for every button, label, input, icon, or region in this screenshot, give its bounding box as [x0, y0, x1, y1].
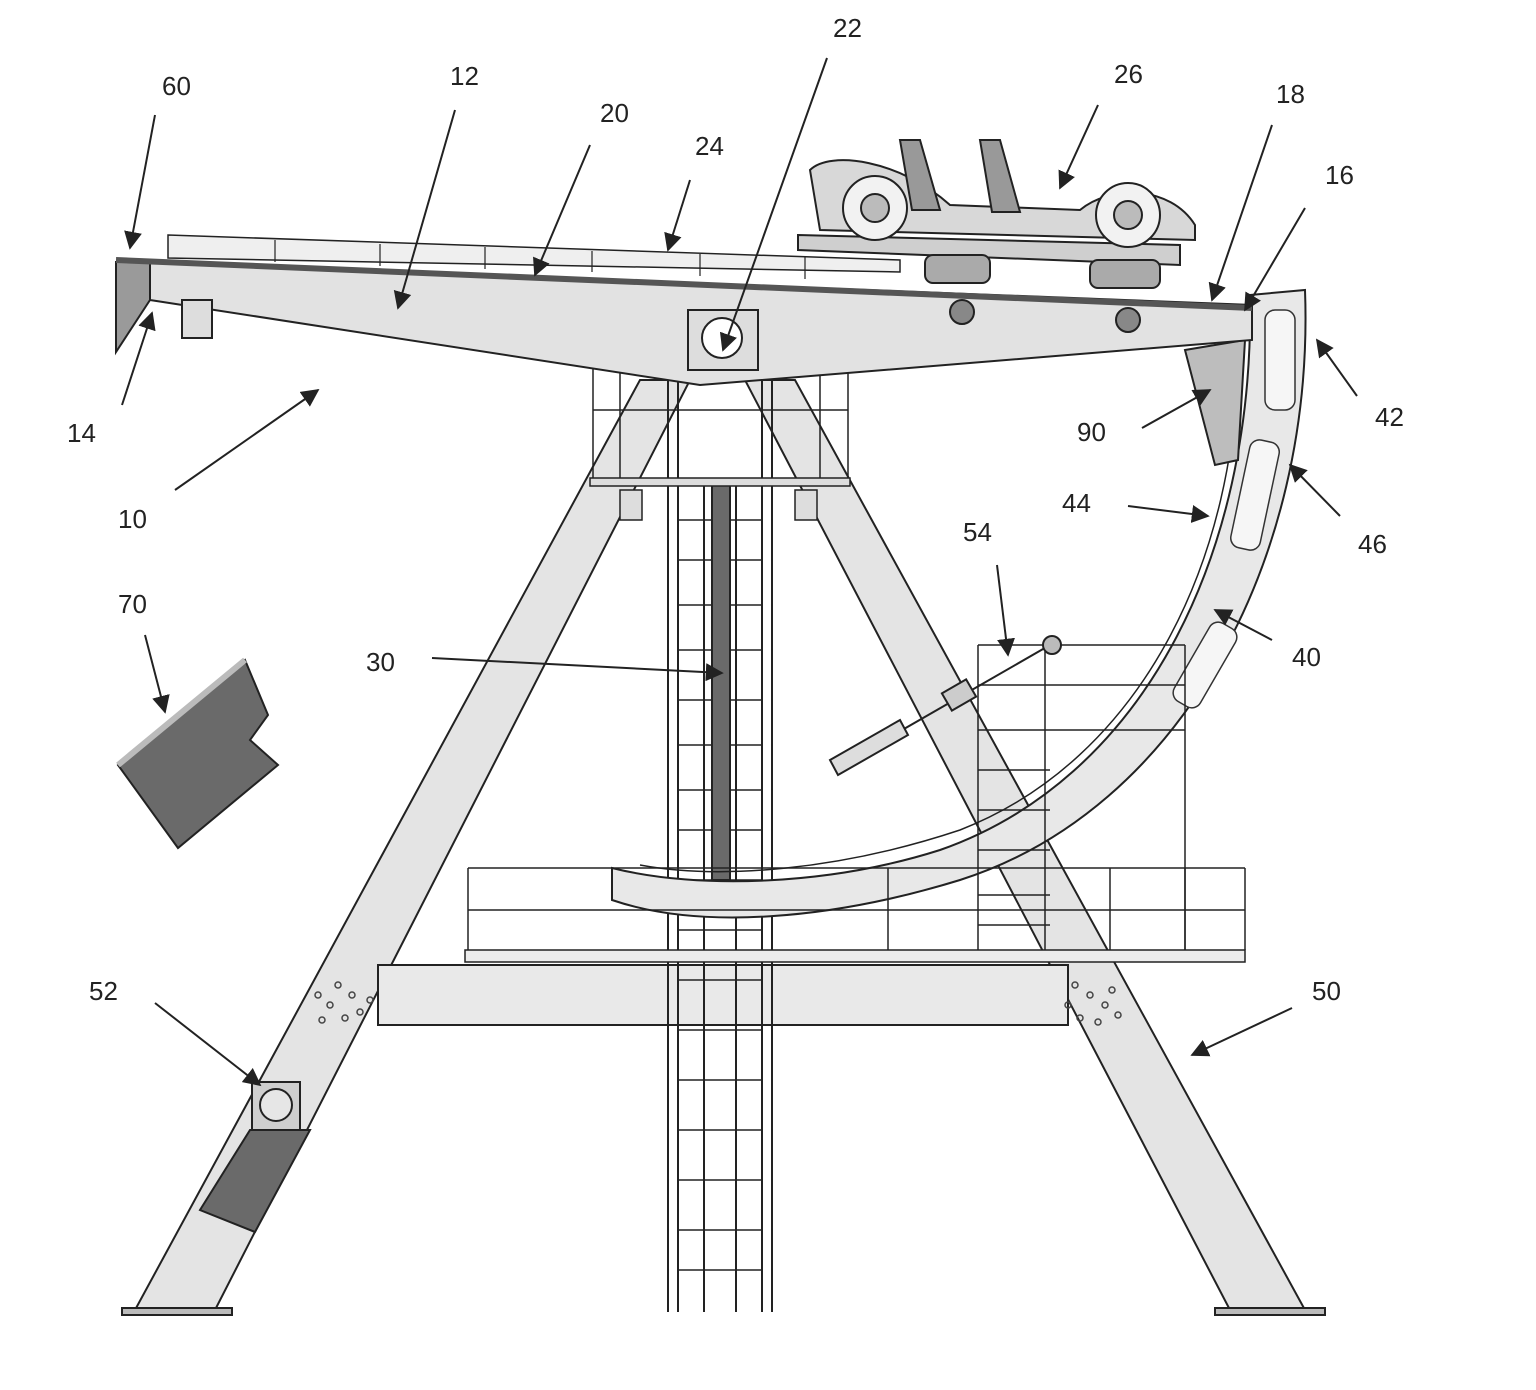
label-46: 46	[1358, 529, 1387, 559]
label-40: 40	[1292, 642, 1321, 672]
track-cover-24	[167, 234, 901, 273]
leader-52	[154, 1002, 262, 1087]
leader-16	[1244, 207, 1306, 312]
platform-ladder	[978, 769, 1050, 926]
seat-rear	[978, 139, 1022, 213]
label-30: 30	[366, 647, 395, 677]
right-joint-bolts	[1064, 981, 1122, 1026]
motor-52	[198, 1081, 312, 1234]
label-44: 44	[1062, 488, 1091, 518]
label-12: 12	[450, 61, 479, 91]
leader-50	[1190, 1007, 1293, 1057]
motor-wheel	[259, 1088, 293, 1122]
item-70-detail	[116, 657, 280, 850]
leader-54	[996, 564, 1015, 657]
leader-12	[393, 109, 456, 310]
label-50: 50	[1312, 976, 1341, 1006]
label-14: 14	[67, 418, 96, 448]
leader-42	[1315, 338, 1358, 397]
label-60: 60	[162, 71, 191, 101]
lower-platform	[464, 644, 1246, 963]
label-42: 42	[1375, 402, 1404, 432]
label-70: 70	[118, 589, 147, 619]
beam-mount-14	[181, 299, 213, 339]
tower-inner-column	[711, 479, 731, 881]
label-90: 90	[1077, 417, 1106, 447]
leader-18	[1208, 124, 1273, 302]
track-arc-inner-edge	[639, 339, 1239, 873]
label-26: 26	[1114, 59, 1143, 89]
leader-70	[144, 634, 170, 714]
leader-40	[1213, 609, 1273, 641]
curved-track-40	[611, 288, 1307, 919]
label-10: 10	[118, 504, 147, 534]
bogies	[924, 254, 1161, 333]
cross-beam	[377, 964, 1069, 1026]
leader-46	[1288, 463, 1341, 517]
seat-front	[898, 139, 942, 211]
label-24: 24	[695, 131, 724, 161]
label-16: 16	[1325, 160, 1354, 190]
right-foot	[1214, 1307, 1326, 1316]
reference-numerals: 60 12 20 24 22 26 18 16 14 10 90 42 44 4…	[67, 13, 1404, 1006]
label-54: 54	[963, 517, 992, 547]
pivot-22	[701, 317, 743, 359]
left-foot	[121, 1307, 233, 1316]
label-20: 20	[600, 98, 629, 128]
leader-44	[1127, 505, 1210, 523]
left-leg	[133, 379, 692, 1311]
leader-lines	[121, 57, 1358, 1087]
leader-90	[1141, 389, 1212, 429]
vehicle-chassis	[797, 233, 1181, 267]
leader-30	[431, 657, 724, 682]
label-18: 18	[1276, 79, 1305, 109]
track-bracket-90	[1183, 338, 1247, 467]
label-52: 52	[89, 976, 118, 1006]
rail-20	[115, 257, 1253, 311]
leader-26	[1058, 104, 1099, 190]
leader-14	[121, 311, 156, 406]
label-22: 22	[833, 13, 862, 43]
central-tower	[667, 360, 773, 1312]
cover-segments	[274, 240, 806, 279]
leader-60	[124, 114, 156, 250]
ride-vehicle-26	[797, 139, 1196, 333]
leader-10	[174, 388, 320, 491]
track-cutouts	[1172, 309, 1296, 709]
leader-24	[664, 179, 691, 252]
left-joint-bolts	[314, 981, 374, 1024]
leader-20	[533, 144, 591, 277]
beam-end-60	[115, 258, 151, 356]
leader-22	[719, 57, 828, 352]
launcher-54	[828, 635, 1062, 777]
